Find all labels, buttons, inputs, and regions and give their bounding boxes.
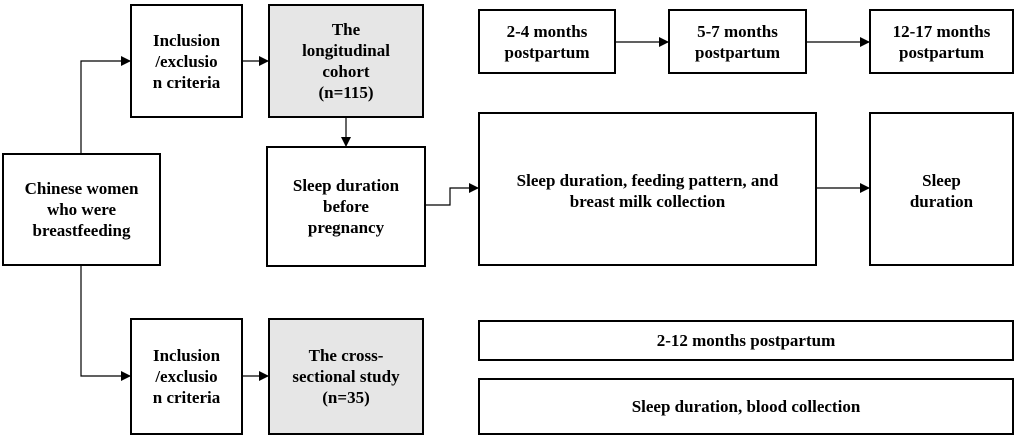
timepoint-2-4-months-box: 2-4 months postpartum bbox=[478, 9, 616, 74]
sleep-blood-collection-box: Sleep duration, blood collection bbox=[478, 378, 1014, 435]
sleep-before-pregnancy-box: Sleep duration before pregnancy bbox=[266, 146, 426, 267]
sleep-duration-box: Sleep duration bbox=[869, 112, 1014, 266]
sleep-feeding-milk-box: Sleep duration, feeding pattern, and bre… bbox=[478, 112, 817, 266]
inclusion-criteria-top-box: Inclusion /exclusio n criteria bbox=[130, 4, 243, 118]
timepoint-12-17-months-box: 12-17 months postpartum bbox=[869, 9, 1014, 74]
arrow-sleep-before-to-sleep-feeding bbox=[426, 183, 479, 206]
arrow-women-to-inclusion-bottom bbox=[80, 266, 131, 381]
timepoint-2-12-months-box: 2-12 months postpartum bbox=[478, 320, 1014, 361]
longitudinal-cohort-box: The longitudinal cohort (n=115) bbox=[268, 4, 424, 118]
timepoint-5-7-months-box: 5-7 months postpartum bbox=[668, 9, 807, 74]
cross-sectional-study-box: The cross- sectional study (n=35) bbox=[268, 318, 424, 435]
arrow-women-to-inclusion-top bbox=[80, 56, 131, 153]
chinese-women-box: Chinese women who were breastfeeding bbox=[2, 153, 161, 266]
inclusion-criteria-bottom-box: Inclusion /exclusio n criteria bbox=[130, 318, 243, 435]
